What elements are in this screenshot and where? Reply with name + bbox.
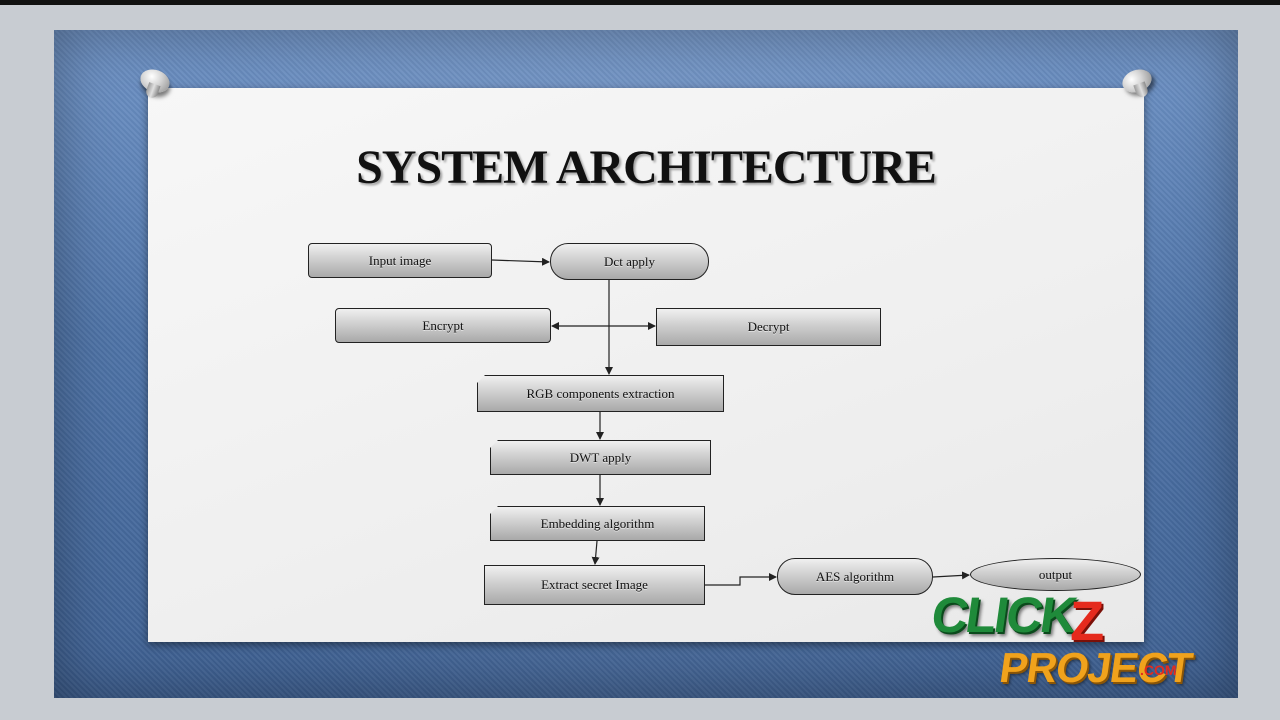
node-encrypt-label: Encrypt xyxy=(422,317,464,333)
node-extract-secret-image-label: Extract secret Image xyxy=(541,577,648,592)
logo-z-mark: Z xyxy=(1070,589,1105,652)
node-aes-algorithm-label: AES algorithm xyxy=(815,568,895,584)
node-rgb-extraction: RGB components extraction xyxy=(477,375,724,412)
node-rgb-extraction-label: RGB components extraction xyxy=(526,385,675,401)
node-dct-apply-label: Dct apply xyxy=(604,253,655,269)
logo-word-click: CLICK xyxy=(928,587,1079,643)
edge-input-to-dct xyxy=(491,257,550,266)
clickzproject-logo: CLICK Z PROJECT .COM xyxy=(928,582,1200,702)
node-decrypt: Decrypt xyxy=(656,308,881,346)
node-output: output xyxy=(970,558,1141,591)
node-decrypt-label: Decrypt xyxy=(747,319,790,334)
logo-suffix-com: .COM xyxy=(1140,662,1177,678)
node-aes-algorithm: AES algorithm xyxy=(777,558,933,595)
node-output-label: output xyxy=(1038,566,1073,582)
node-extract-secret-image: Extract secret Image xyxy=(484,565,705,605)
node-dwt-apply-label: DWT apply xyxy=(569,449,632,465)
node-dwt-apply: DWT apply xyxy=(490,440,711,475)
edge-embed-to-extract xyxy=(591,540,600,565)
node-input-image: Input image xyxy=(308,243,492,278)
slide-title: SYSTEM ARCHITECTURE xyxy=(356,141,937,194)
node-embedding-algorithm: Embedding algorithm xyxy=(490,506,705,541)
node-embedding-algorithm-label: Embedding algorithm xyxy=(540,515,655,531)
edge-extract-to-aes xyxy=(705,573,777,586)
node-encrypt: Encrypt xyxy=(335,308,551,343)
paper-card xyxy=(148,88,1144,642)
window-top-border xyxy=(0,0,1280,5)
edge-aes-to-output xyxy=(932,571,970,580)
node-dct-apply: Dct apply xyxy=(550,243,709,280)
node-input-image-label: Input image xyxy=(368,252,432,268)
